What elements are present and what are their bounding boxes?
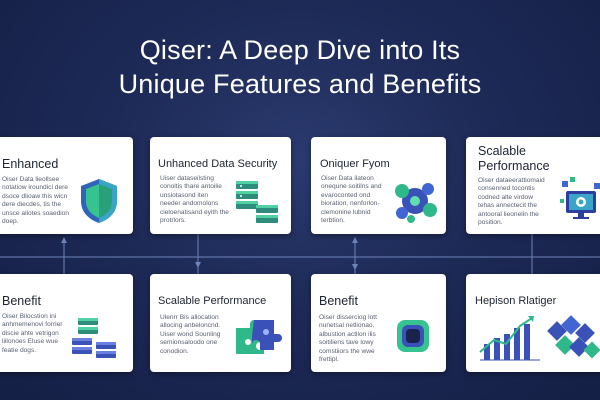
feature-card-benefit-1: Benefit Oiser Bilocstion ini anhmemenovi… bbox=[0, 274, 133, 372]
card-title: Benefit bbox=[319, 294, 358, 308]
feature-card-scalable-performance: Scalable Performance Oiser dataeerattiom… bbox=[466, 137, 600, 234]
card-title: Benefit bbox=[2, 294, 41, 308]
network-icon bbox=[395, 183, 437, 223]
app-icon bbox=[397, 320, 429, 352]
card-title: Scalable Performance bbox=[158, 295, 267, 307]
arrow-up-icon bbox=[352, 237, 358, 243]
arrow-down-icon bbox=[195, 262, 201, 268]
card-title: Enhanced bbox=[2, 157, 59, 171]
card-description: Oiser Bilocstion ini anhmemenovi forrier… bbox=[2, 313, 63, 354]
feature-card-growth: Hepison Rlatiger bbox=[466, 274, 600, 372]
puzzle-icon bbox=[236, 320, 282, 354]
feature-card-data-security: Unhanced Data Security Uiser dataseilsti… bbox=[150, 137, 291, 234]
page-title-line-1: Qiser: A Deep Dive into Its bbox=[139, 35, 461, 65]
feature-card-benefit-2: Benefit Oiser disserciog lott nunetsal n… bbox=[311, 274, 446, 372]
card-description: Oiser Data ilateon onequne soitilns and … bbox=[321, 175, 382, 225]
server-stack-icon bbox=[72, 318, 116, 358]
page-title: Qiser: A Deep Dive into Its Unique Featu… bbox=[0, 33, 600, 101]
card-description: Oiser dataeerattiomaid consenned toconti… bbox=[478, 177, 545, 227]
card-description: Ulenrr Bis allocation allocing anbeloncn… bbox=[160, 314, 221, 355]
arrow-down-icon bbox=[352, 264, 358, 270]
card-title: Hepison Rlatiger bbox=[475, 295, 557, 307]
feature-card-scalable-performance-2: Scalable Performance Ulenrr Bis allocati… bbox=[150, 274, 291, 372]
monitor-icon bbox=[560, 177, 600, 219]
page-title-line-2: Unique Features and Benefits bbox=[118, 69, 482, 99]
card-description: Uiser dataseilsting conoltis thare antoi… bbox=[160, 175, 229, 225]
card-title: Oniquer Fyom bbox=[320, 158, 390, 170]
card-description: Oiser disserciog lott nunetsal netlionao… bbox=[319, 314, 377, 364]
feature-card-enhanced: Enhanced Oiser Data lieollsee notatiow i… bbox=[0, 137, 133, 234]
growth-chart-icon bbox=[479, 315, 600, 361]
card-description: Oiser Data lieollsee notatiow iroundicl … bbox=[2, 176, 70, 226]
server-stack-icon bbox=[236, 181, 278, 223]
shield-icon bbox=[81, 179, 117, 223]
card-title: Scalable Performance bbox=[478, 144, 550, 173]
feature-card-unique-form: Oniquer Fyom Oiser Data ilateon onequne … bbox=[311, 137, 446, 234]
arrow-up-icon bbox=[61, 237, 67, 243]
card-title: Unhanced Data Security bbox=[158, 158, 278, 170]
